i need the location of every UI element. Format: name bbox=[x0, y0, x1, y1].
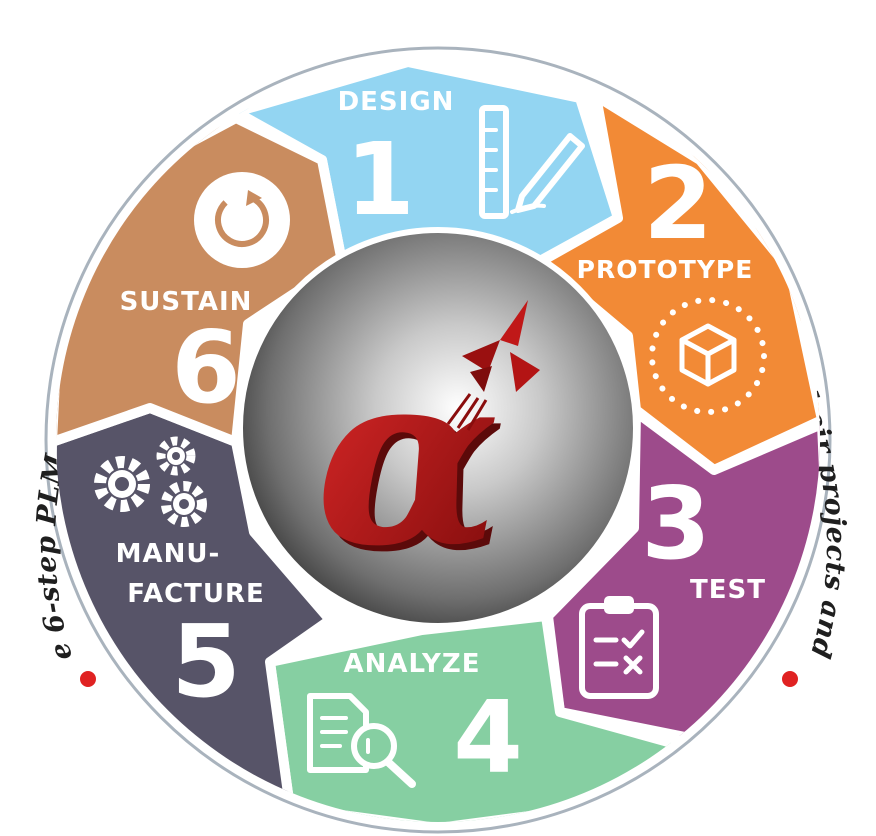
logo-shard-top bbox=[500, 300, 528, 346]
step-label-line1: MANU- bbox=[116, 539, 221, 569]
ruler-pencil-icon bbox=[479, 105, 585, 219]
logo-shard-left bbox=[462, 340, 500, 372]
step-number: 2 bbox=[643, 145, 713, 262]
svg-text:α: α bbox=[322, 323, 507, 605]
step-manufacture: MANU- FACTURE 5 bbox=[94, 436, 265, 720]
step-sustain: SUSTAIN 6 bbox=[120, 172, 290, 426]
alpha-logo: α α bbox=[316, 300, 540, 605]
left-bullet bbox=[78, 669, 98, 689]
step-label-line2: FACTURE bbox=[127, 579, 265, 609]
logo-shard-right bbox=[510, 352, 540, 392]
outer-ring bbox=[44, 46, 832, 834]
step-label: DESIGN bbox=[338, 87, 455, 117]
step-analyze: ANALYZE 4 bbox=[307, 649, 523, 796]
step-label: TEST bbox=[690, 575, 766, 605]
step-label: PROTOTYPE bbox=[577, 255, 754, 284]
svg-text:α: α bbox=[316, 317, 501, 599]
step-number: 5 bbox=[171, 603, 241, 720]
cube-icon bbox=[649, 297, 767, 415]
refresh-icon bbox=[194, 172, 290, 268]
step-number: 6 bbox=[171, 309, 241, 426]
clipboard-checklist-icon bbox=[579, 596, 659, 699]
step-design: DESIGN 1 bbox=[338, 87, 585, 238]
document-search-icon bbox=[307, 693, 416, 788]
step-test: 3 TEST bbox=[579, 465, 766, 699]
center-sphere bbox=[237, 227, 639, 629]
step-number: 1 bbox=[345, 121, 415, 238]
step-number: 4 bbox=[453, 679, 523, 796]
step-prototype: 2 PROTOTYPE bbox=[577, 145, 767, 415]
step-number: 3 bbox=[641, 465, 711, 582]
gears-icon bbox=[94, 436, 207, 527]
step-label: SUSTAIN bbox=[120, 287, 253, 317]
step-label: ANALYZE bbox=[344, 649, 481, 679]
logo-shard-low bbox=[470, 366, 492, 392]
right-bullet bbox=[780, 669, 800, 689]
